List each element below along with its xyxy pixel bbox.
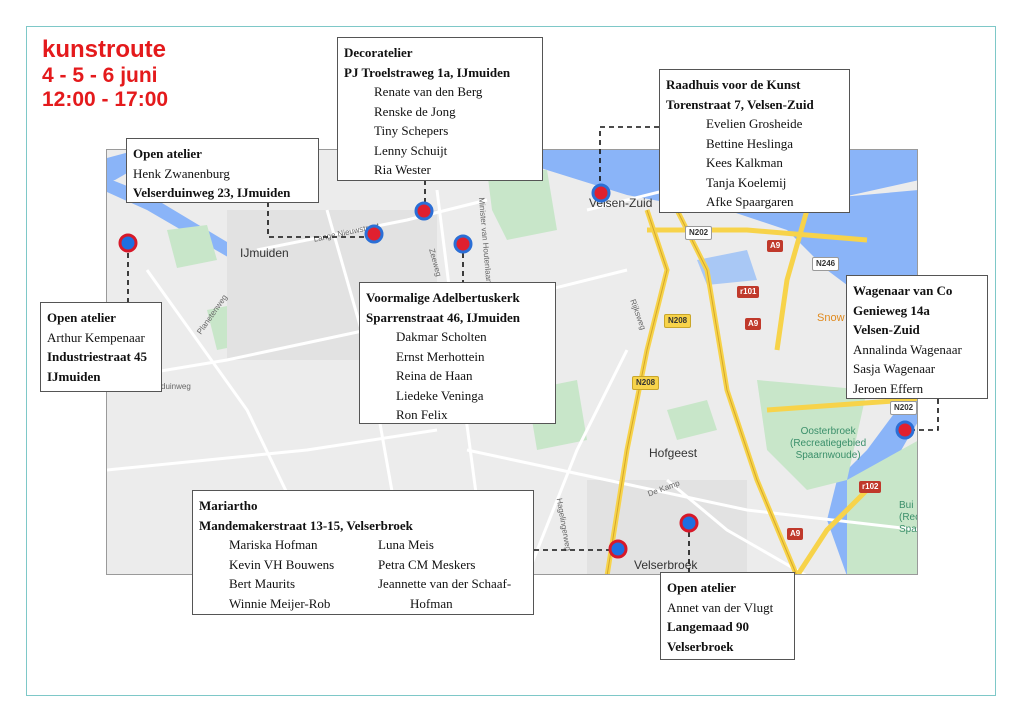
title-dates: 4 - 5 - 6 juni [42, 63, 158, 87]
pin-zwanenburg[interactable] [364, 224, 384, 244]
artist-name: Petra CM Meskers [378, 556, 476, 572]
artist-name: Annet van der Vlugt [667, 599, 774, 615]
artist-name: Ron Felix [396, 407, 448, 422]
location-address: Mandemakerstraat 13-15, Velserbroek [199, 517, 413, 533]
artist-name: Kees Kalkman [706, 155, 783, 170]
location-city: Velserbroek [667, 638, 734, 654]
artist-name: Tanja Koelemij [706, 174, 787, 190]
artist-name: Liedeke Veninga [396, 387, 484, 403]
artist-name: Arthur Kempenaar [47, 329, 145, 345]
shield-a9-c: A9 [787, 528, 804, 540]
shield-n202-a: N202 [685, 226, 713, 240]
artist-name: Jeroen Effern [853, 380, 924, 396]
location-address: Sparrenstraat 46, IJmuiden [366, 309, 520, 325]
shield-n246: N246 [812, 257, 840, 271]
artist-name: Luna Meis [378, 537, 434, 552]
shield-r101: r101 [737, 286, 760, 298]
artist-name: Renate van den Berg [374, 84, 483, 99]
location-address: Industriestraat 45 [47, 349, 148, 364]
label-oosterbroek: Oosterbroek (Recreatiegebied Spaarnwoude… [790, 426, 867, 461]
title-line-1: kunstroute [42, 36, 167, 63]
poster-frame [26, 26, 996, 696]
artist-name: Dakmar Scholten [396, 329, 487, 344]
artist-column-2: Luna Meis Petra CM Meskers Jeannette van… [378, 535, 527, 613]
location-address: Velserduinweg 23, IJmuiden [133, 185, 291, 200]
location-address: Langemaad 90 [667, 619, 749, 634]
pin-kempenaar[interactable] [118, 233, 138, 253]
shield-n202-b: N202 [890, 401, 917, 415]
shield-n208-b: N208 [632, 376, 660, 390]
artist-name: Annalinda Wagenaar [853, 341, 962, 357]
shield-n208-a: N208 [664, 314, 692, 328]
title-hours: 12:00 - 17:00 [42, 87, 169, 111]
callout-zwanenburg: Open atelier Henk Zwanenburg Velserduinw… [126, 138, 319, 203]
callout-decoratelier: Decoratelier PJ Troelstraweg 1a, IJmuide… [337, 37, 543, 181]
location-address: Torenstraat 7, Velsen-Zuid [666, 96, 814, 112]
location-name: Raadhuis voor de Kunst [666, 77, 801, 92]
artist-name: Kevin VH Bouwens [229, 556, 335, 572]
location-address: Genieweg 14a [853, 302, 930, 318]
artist-name: Henk Zwanenburg [133, 165, 230, 181]
callout-mariartho: Mariartho Mandemakerstraat 13-15, Velser… [192, 490, 534, 615]
artist-name: Jeannette van der Schaaf- [378, 576, 512, 591]
location-name: Open atelier [133, 146, 202, 161]
label-hofgeest: Hofgeest [649, 446, 698, 460]
artist-name: Lenny Schuijt [374, 142, 448, 158]
location-name: Mariartho [199, 498, 258, 513]
pin-adelbertuskerk[interactable] [453, 234, 473, 254]
pin-raadhuis[interactable] [591, 183, 611, 203]
artist-name: Winnie Meijer-Rob [229, 595, 331, 611]
location-name: Voormalige Adelbertuskerk [366, 290, 520, 305]
artist-name: Sasja Wagenaar [853, 361, 936, 376]
pin-vandervlugt[interactable] [679, 513, 699, 533]
label-ijmuiden: IJmuiden [240, 246, 289, 260]
callout-wagenaar: Wagenaar van Co Genieweg 14a Velsen-Zuid… [846, 275, 988, 399]
artist-name: Afke Spaargaren [706, 194, 794, 209]
artist-name: Tiny Schepers [374, 123, 449, 138]
artist-name: Evelien Grosheide [706, 116, 803, 131]
pin-decoratelier[interactable] [414, 201, 434, 221]
location-name: Open atelier [47, 310, 116, 325]
shield-a9-a: A9 [767, 240, 784, 252]
callout-vandervlugt: Open atelier Annet van der Vlugt Langema… [660, 572, 795, 660]
artist-name: Bert Maurits [229, 576, 296, 591]
location-name: Wagenaar van Co [853, 283, 953, 298]
shield-a9-b: A9 [745, 318, 762, 330]
artist-name: Renske de Jong [374, 103, 456, 119]
artist-name: Mariska Hofman [229, 537, 318, 552]
street-duinweg: duinweg [161, 382, 191, 391]
callout-kempenaar: Open atelier Arthur Kempenaar Industries… [40, 302, 162, 392]
location-city: IJmuiden [47, 368, 101, 384]
artist-name: Reina de Haan [396, 368, 473, 383]
artist-name: Ria Wester [374, 162, 431, 177]
label-velserbroek: Velserbroek [634, 558, 698, 572]
location-address: PJ Troelstraweg 1a, IJmuiden [344, 64, 511, 80]
artist-name: Hofman [410, 595, 453, 611]
location-name: Open atelier [667, 580, 736, 595]
artist-column-1: Mariska Hofman Kevin VH Bouwens Bert Mau… [229, 535, 378, 613]
artist-columns: Mariska Hofman Kevin VH Bouwens Bert Mau… [199, 535, 527, 613]
label-buitenhuizen: Bui (Recr Spaa [899, 500, 917, 535]
poster-title: kunstroute 4 - 5 - 6 juni 12:00 - 17:00 [42, 36, 168, 112]
pin-wagenaar[interactable] [895, 420, 915, 440]
artist-name: Ernst Merhottein [396, 348, 485, 364]
label-snow: Snow [817, 312, 845, 324]
location-city: Velsen-Zuid [853, 322, 920, 337]
artist-name: Bettine Heslinga [706, 135, 794, 151]
callout-raadhuis: Raadhuis voor de Kunst Torenstraat 7, Ve… [659, 69, 850, 213]
shield-r102: r102 [859, 481, 882, 493]
location-name: Decoratelier [344, 45, 413, 60]
callout-adelbertuskerk: Voormalige Adelbertuskerk Sparrenstraat … [359, 282, 556, 424]
pin-mariartho[interactable] [608, 539, 628, 559]
